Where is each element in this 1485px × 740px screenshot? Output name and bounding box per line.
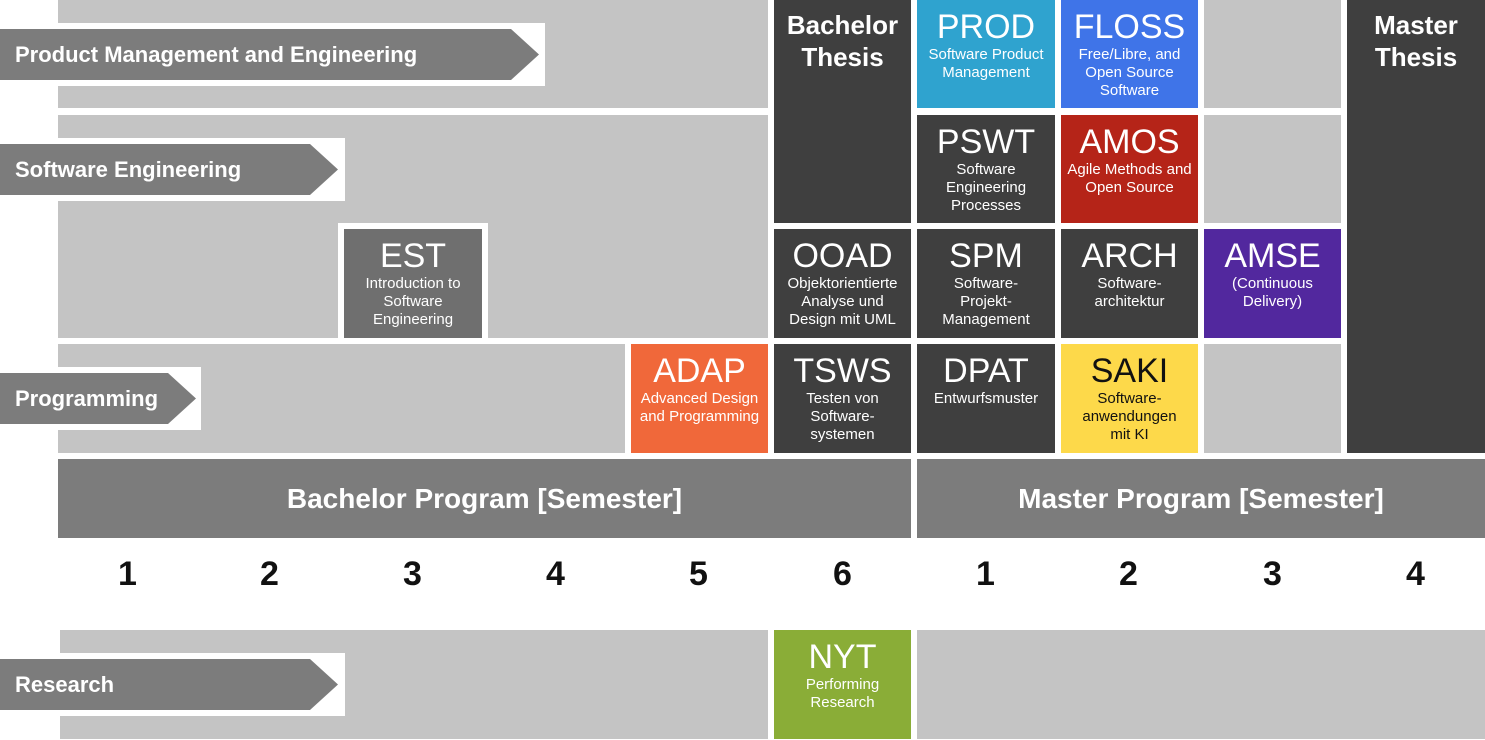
course-desc: (Continuous Delivery) [1232, 275, 1313, 310]
track-label-programming: Programming [0, 367, 201, 430]
course-desc: Software-Projekt-Management [942, 275, 1030, 328]
course-floss: FLOSS Free/Libre, and Open Source Softwa… [1061, 0, 1198, 108]
course-prod: PROD Software Product Management [917, 0, 1055, 108]
course-desc: Objektorientierte Analyse und Design mit… [787, 275, 898, 328]
course-desc: Agile Methods and Open Source [1067, 161, 1192, 196]
course-desc: Software Product Management [928, 46, 1044, 81]
bachelor-thesis-label: Bachelor Thesis [786, 10, 899, 72]
track-label-text: Research [15, 671, 115, 697]
course-code: EST [379, 237, 447, 275]
semester-number: 6 [833, 555, 852, 593]
master-thesis: Master Thesis [1347, 0, 1485, 453]
semester-number: 1 [118, 555, 137, 593]
course-desc: Software-anwendungen mit KI [1082, 390, 1177, 443]
course-desc: Testen von Software-systemen [806, 390, 879, 443]
semester-number: 5 [689, 555, 708, 593]
course-desc: Advanced Design and Programming [639, 390, 760, 425]
semester-number: 4 [546, 555, 565, 593]
course-amse: AMSE (Continuous Delivery) [1204, 229, 1341, 338]
course-pswt: PSWT Software Engineering Processes [917, 115, 1055, 223]
course-arch: ARCH Software-architektur [1061, 229, 1198, 338]
course-ooad: OOAD Objektorientierte Analyse und Desig… [774, 229, 911, 338]
course-desc: Software Engineering Processes [945, 161, 1027, 214]
course-spm: SPM Software-Projekt-Management [917, 229, 1055, 338]
course-tsws: TSWS Testen von Software-systemen [774, 344, 911, 453]
bachelor-thesis: Bachelor Thesis [774, 0, 911, 223]
course-code: SAKI [1090, 352, 1169, 390]
course-saki: SAKI Software-anwendungen mit KI [1061, 344, 1198, 453]
course-adap: ADAP Advanced Design and Programming [631, 344, 768, 453]
course-code: ADAP [653, 352, 746, 390]
course-desc: Software-architektur [1094, 275, 1165, 310]
course-code: FLOSS [1073, 8, 1186, 46]
track-arrow: Research [0, 659, 338, 710]
track-label-pme: Product Management and Engineering [0, 23, 545, 86]
track-arrow: Software Engineering [0, 144, 338, 195]
track-arrow: Product Management and Engineering [0, 29, 539, 80]
course-dpat: DPAT Entwurfsmuster [917, 344, 1055, 453]
course-code: OOAD [792, 237, 893, 275]
track-label-text: Product Management and Engineering [15, 41, 418, 67]
master-thesis-label: Master Thesis [1374, 10, 1458, 72]
course-code: PROD [936, 8, 1036, 46]
semester-number: 2 [1119, 555, 1138, 593]
band-pme-master-3 [1204, 0, 1341, 108]
semester-number: 4 [1406, 555, 1425, 593]
course-desc: Entwurfsmuster [933, 390, 1039, 407]
course-nyt: NYT Performing Research [774, 630, 911, 739]
course-amos: AMOS Agile Methods and Open Source [1061, 115, 1198, 223]
master-program-bar: Master Program [Semester] [917, 459, 1485, 538]
band-programming-master-3 [1204, 344, 1341, 453]
course-code: DPAT [943, 352, 1029, 390]
course-desc: Introduction to Software Engineering [365, 275, 461, 328]
course-code: PSWT [936, 123, 1036, 161]
master-program-label: Master Program [Semester] [1018, 482, 1384, 514]
course-code: TSWS [793, 352, 892, 390]
track-label-research: Research [0, 653, 345, 716]
semester-number: 1 [976, 555, 995, 593]
bachelor-program-bar: Bachelor Program [Semester] [58, 459, 911, 538]
course-code: AMSE [1224, 237, 1321, 275]
bachelor-program-label: Bachelor Program [Semester] [286, 482, 683, 514]
course-code: SPM [949, 237, 1023, 275]
semester-number: 3 [403, 555, 422, 593]
track-label-text: Software Engineering [15, 156, 242, 182]
semester-number: 3 [1263, 555, 1282, 593]
band-research-master [917, 630, 1485, 739]
course-desc: Free/Libre, and Open Source Software [1078, 46, 1181, 99]
track-label-text: Programming [15, 385, 159, 411]
course-est: EST Introduction to Software Engineering [344, 229, 482, 338]
semester-number: 2 [260, 555, 279, 593]
track-arrow: Programming [0, 373, 196, 424]
band-se-master-3 [1204, 115, 1341, 223]
course-code: ARCH [1081, 237, 1178, 275]
course-code: NYT [808, 638, 877, 676]
course-code: AMOS [1079, 123, 1180, 161]
course-desc: Performing Research [805, 676, 880, 711]
track-label-se: Software Engineering [0, 138, 345, 201]
